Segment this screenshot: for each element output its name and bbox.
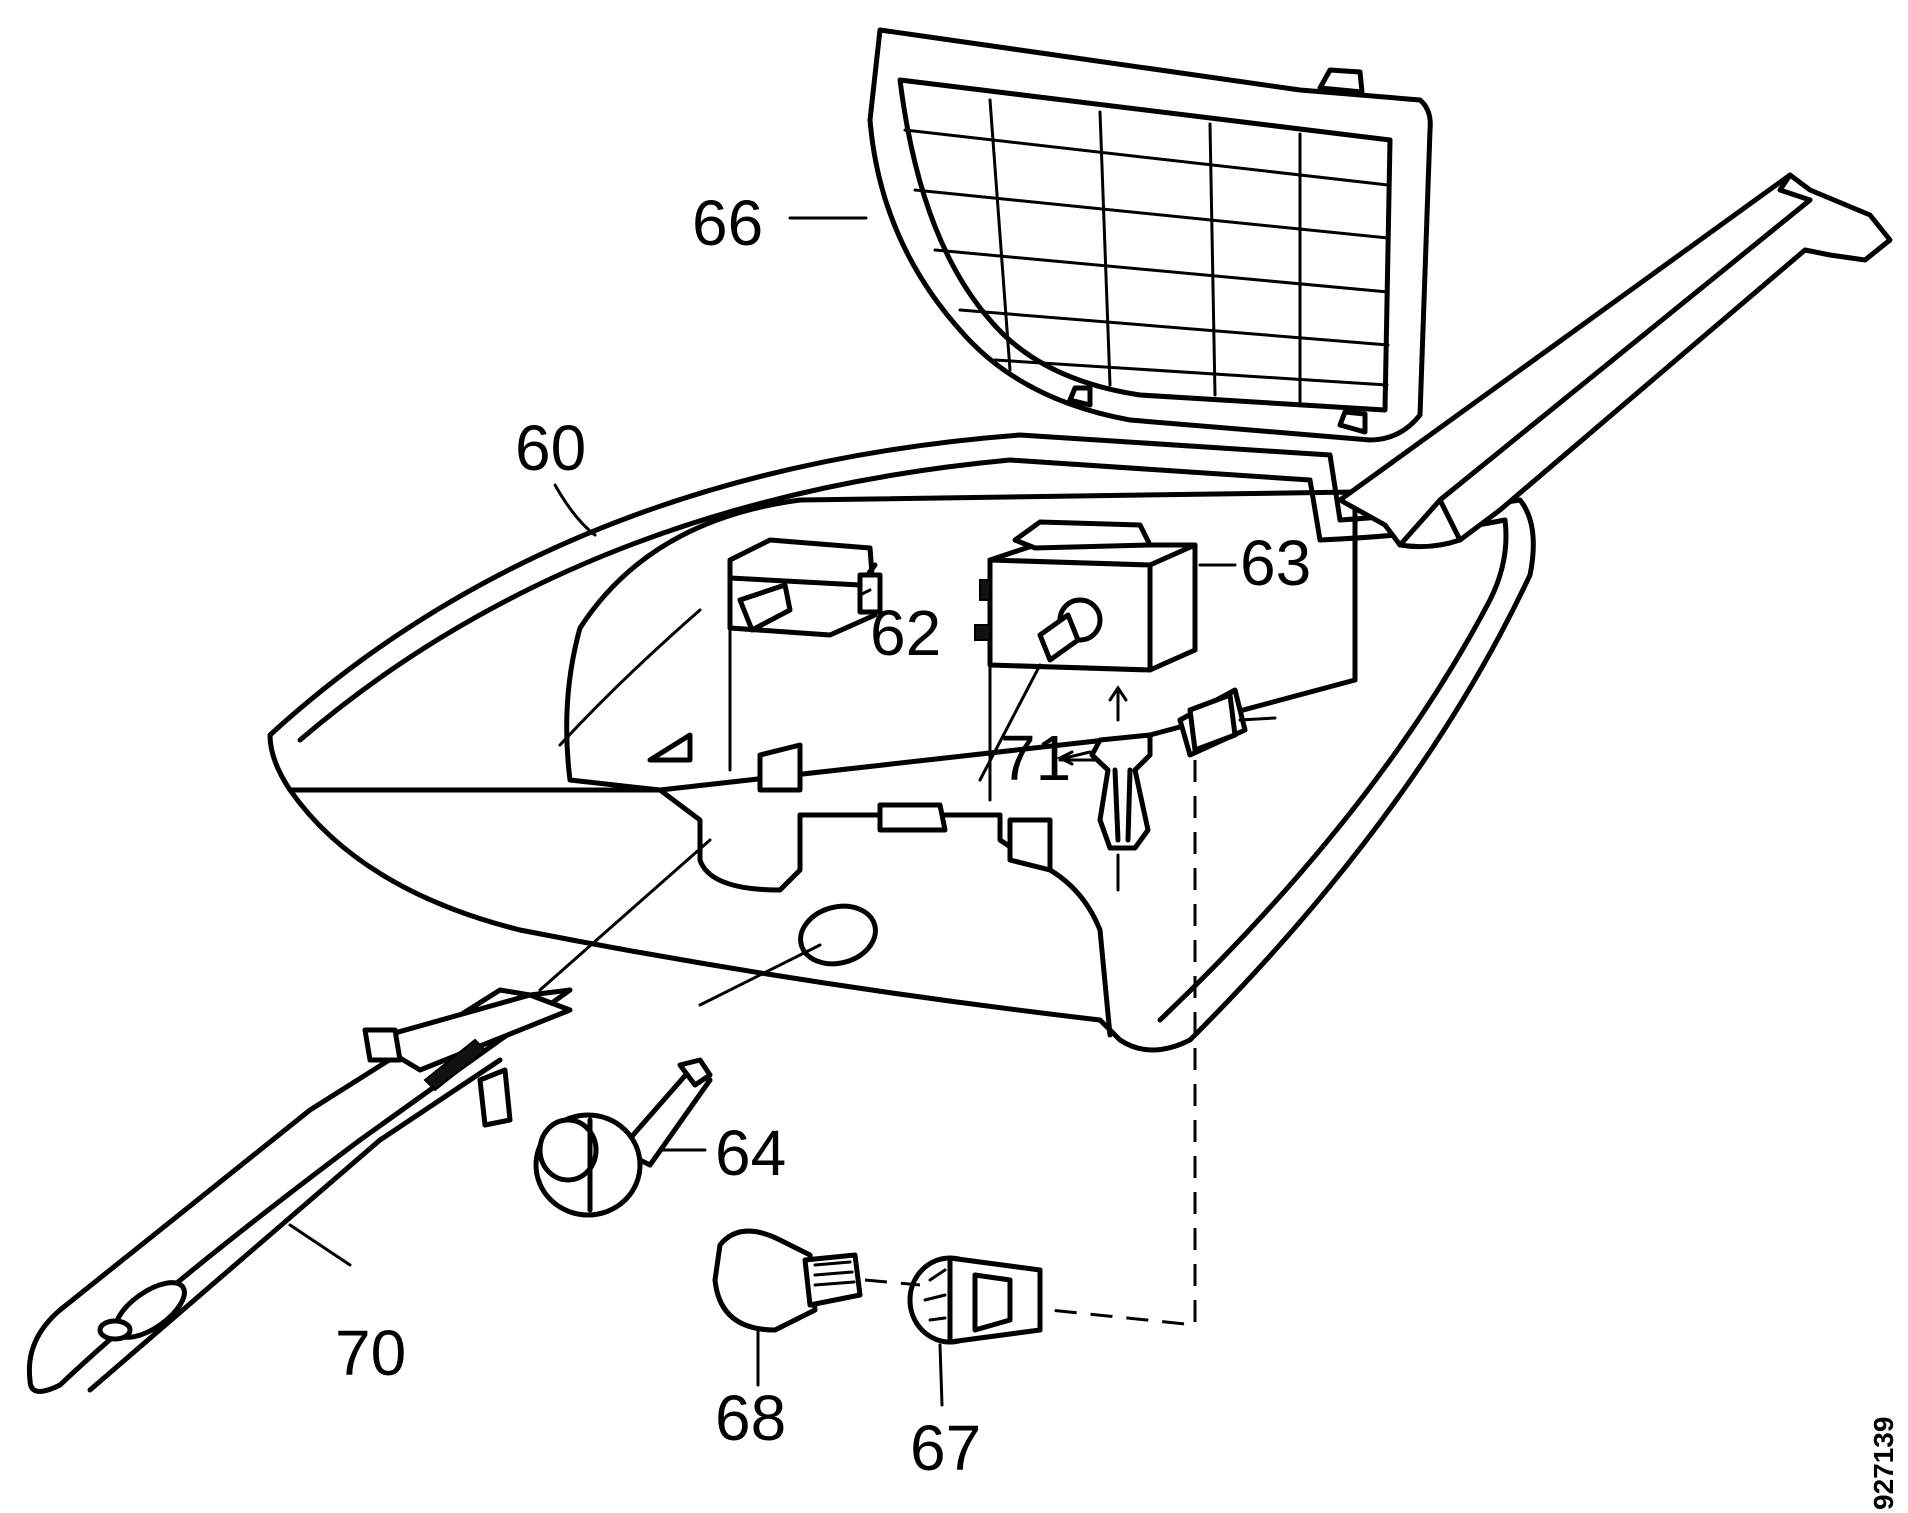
leader-lines (288, 216, 1237, 1407)
housing-part (267, 432, 1536, 1053)
grille-lid-part (867, 27, 1433, 443)
switch-62-part (727, 537, 883, 638)
bulb-68-part (712, 1228, 863, 1333)
label-70: 70 (335, 1317, 406, 1389)
assembly-guide-lines (538, 573, 1197, 1327)
label-62: 62 (870, 597, 941, 669)
socket-67-part (907, 1255, 1043, 1345)
label-67: 67 (910, 1412, 981, 1484)
label-71: 71 (1000, 722, 1071, 794)
label-64: 64 (715, 1117, 786, 1189)
clip-71-part (1056, 685, 1277, 851)
slider-70-part (26, 987, 573, 1394)
part-labels: 60 62 63 64 66 67 68 70 71 (335, 187, 1311, 1484)
label-68: 68 (715, 1382, 786, 1454)
knob-64-part (533, 903, 878, 1218)
label-66: 66 (692, 187, 763, 259)
label-60: 60 (515, 412, 586, 484)
thermostat-63-part (974, 519, 1198, 673)
figure-number: 927139 (1868, 1417, 1899, 1510)
handle-arm (1337, 172, 1893, 550)
label-63: 63 (1240, 527, 1311, 599)
